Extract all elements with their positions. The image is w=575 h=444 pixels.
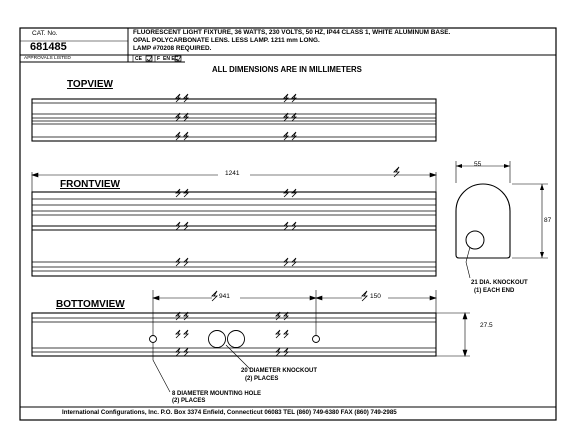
knockout-callout: 20 DIAMETER KNOCKOUT xyxy=(241,368,318,374)
approval-mark-f: F xyxy=(157,56,161,62)
dimensions-note: ALL DIMENSIONS ARE IN MILLIMETERS xyxy=(212,65,362,74)
knockout-left xyxy=(208,330,226,348)
approval-checkbox-1 xyxy=(145,55,153,62)
leader-lines xyxy=(152,246,471,393)
bottom-view-dimensions xyxy=(152,290,470,357)
mounting-hole-callout-qty: (2) PLACES xyxy=(172,398,206,404)
overall-length-value: 1241 xyxy=(225,170,240,177)
top-view-title: TOPVIEW xyxy=(67,79,113,90)
cat-label: CAT. No. xyxy=(32,30,58,37)
company-footer: International Configurations, Inc. P.O. … xyxy=(62,409,397,416)
end-knockout-callout-qty: (1) EACH END xyxy=(474,288,515,294)
knockout-callout-qty: (2) PLACES xyxy=(245,376,279,382)
overall-length-dimension xyxy=(31,172,437,192)
end-height-value: 87 xyxy=(544,217,552,224)
knockout-right xyxy=(227,330,245,348)
cat-number: 681485 xyxy=(30,41,67,53)
bottom-view xyxy=(31,312,437,357)
approvals-label: APPROVALS LISTED xyxy=(24,56,71,61)
mounting-hole-right xyxy=(312,335,320,343)
end-view xyxy=(455,161,548,259)
sheet-frame xyxy=(19,27,557,421)
mounting-hole-callout: 8 DIAMETER MOUNTING HOLE xyxy=(172,391,262,397)
mounting-hole-left xyxy=(149,335,157,343)
title-block xyxy=(20,28,556,63)
front-view-title: FRONTVIEW xyxy=(60,179,120,190)
end-knockout-callout: 21 DIA. KNOCKOUT xyxy=(471,280,528,286)
approval-mark-en-ec: EN EC xyxy=(163,56,179,62)
end-width-value: 55 xyxy=(474,161,482,168)
description-line-2: OPAL POLYCARBONATE LENS. LESS LAMP. 1211… xyxy=(133,37,320,44)
end-offset-value: 150 xyxy=(370,293,381,300)
front-view xyxy=(31,191,437,277)
description-line-3: LAMP #70208 REQUIRED. xyxy=(133,45,212,52)
top-view xyxy=(31,98,437,142)
bottom-view-title: BOTTOMVIEW xyxy=(56,299,125,310)
bottom-height-value: 27.5 xyxy=(480,322,493,329)
approval-mark-ce: CE xyxy=(135,56,142,62)
hole-spacing-value: 941 xyxy=(219,293,230,300)
break-marks xyxy=(175,93,400,357)
description-line-1: FLUORESCENT LIGHT FIXTURE, 36 WATTS, 230… xyxy=(133,29,451,36)
